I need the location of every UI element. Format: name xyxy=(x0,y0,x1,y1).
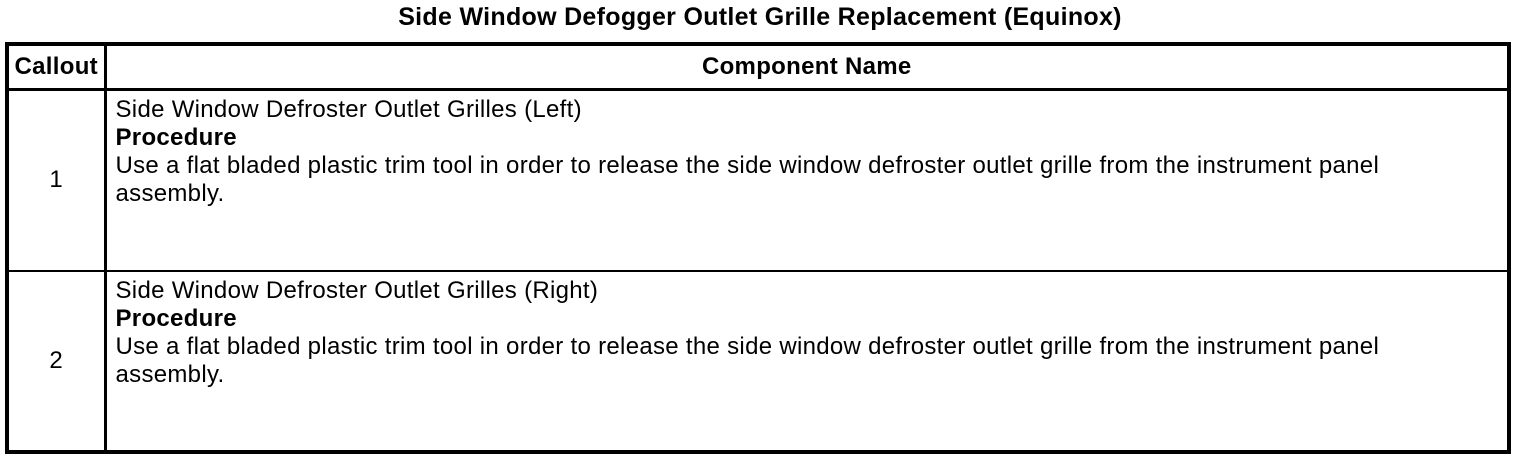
procedure-heading: Procedure xyxy=(115,124,237,151)
page-title: Side Window Defogger Outlet Grille Repla… xyxy=(398,3,1122,31)
column-header-component-name: Component Name xyxy=(103,42,1511,91)
table-header-row: Callout Component Name xyxy=(5,42,1511,91)
component-cell: Side Window Defroster Outlet Grilles (Le… xyxy=(104,88,1510,272)
procedure-text: Use a flat bladed plastic trim tool in o… xyxy=(115,152,1380,207)
callout-number: 2 xyxy=(6,269,107,453)
table-row: 1 Side Window Defroster Outlet Grilles (… xyxy=(6,88,1510,272)
component-cell: Side Window Defroster Outlet Grilles (Ri… xyxy=(104,269,1510,453)
procedure-text: Use a flat bladed plastic trim tool in o… xyxy=(115,332,1380,388)
callout-number: 1 xyxy=(6,88,107,272)
component-name-text: Side Window Defroster Outlet Grilles (Le… xyxy=(115,96,582,123)
table-row: 2 Side Window Defroster Outlet Grilles (… xyxy=(6,269,1510,453)
procedure-heading: Procedure xyxy=(115,304,237,332)
column-header-callout: Callout xyxy=(5,42,107,91)
document-page: Side Window Defogger Outlet Grille Repla… xyxy=(0,3,1520,454)
component-name-text: Side Window Defroster Outlet Grilles (Ri… xyxy=(115,276,599,304)
callout-table: Callout Component Name 1 Side Window Def… xyxy=(5,42,1511,454)
